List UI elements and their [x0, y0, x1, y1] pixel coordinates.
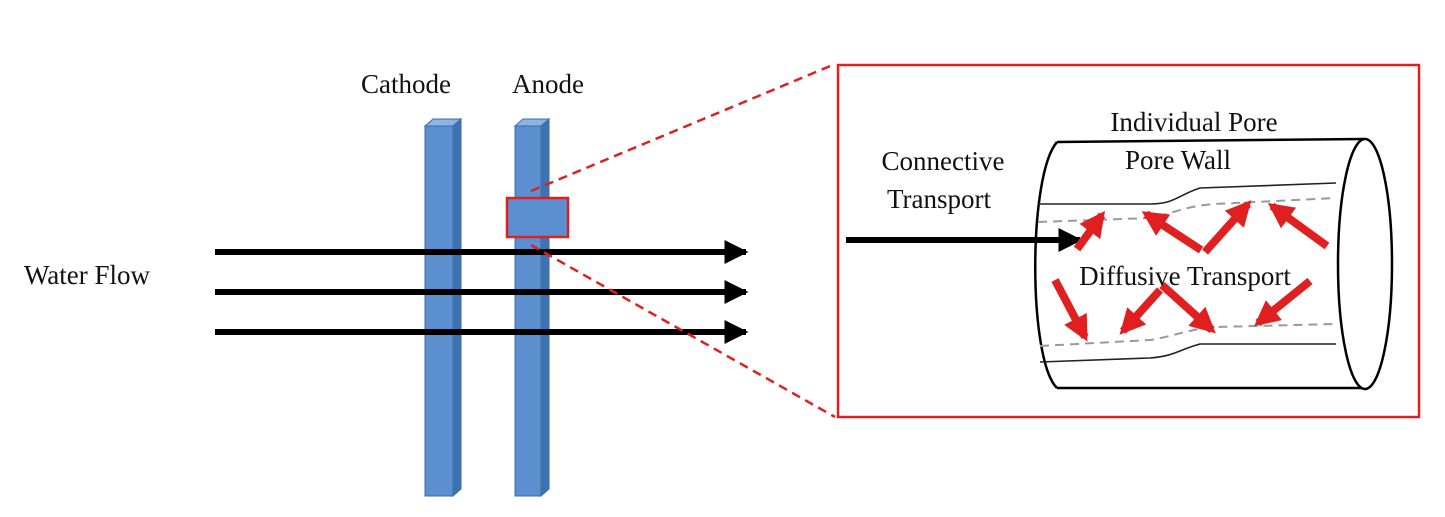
- zoom-line-top: [530, 62, 836, 193]
- cathode-electrode: [423, 117, 463, 498]
- anode-label: Anode: [512, 69, 584, 99]
- diffusive-arrow: [1159, 282, 1216, 334]
- cathode-label: Cathode: [361, 69, 451, 99]
- pore-cylinder: [1034, 137, 1394, 391]
- diffusive-arrow: [1073, 210, 1106, 252]
- anode-electrode: [513, 117, 551, 498]
- diffusive-arrow: [1119, 287, 1163, 335]
- zoom-detail-frame: [836, 63, 1421, 419]
- connective-transport-label-line2: Transport: [887, 184, 992, 214]
- water-flow-label: Water Flow: [24, 260, 151, 290]
- diffusive-arrow: [1254, 277, 1313, 327]
- diffusive-transport-label: Diffusive Transport: [1079, 261, 1291, 291]
- pore-wall-dashed-bottom: [1039, 323, 1337, 347]
- connective-transport-label-line1: Connective: [882, 146, 1005, 176]
- diffusive-arrow: [1051, 278, 1089, 342]
- individual-pore-label: Individual Pore: [1110, 107, 1277, 137]
- pore-wall-top: [1038, 182, 1337, 205]
- diffusive-arrow: [1202, 200, 1252, 255]
- pore-wall-label: Pore Wall: [1125, 145, 1231, 175]
- anode-highlight-box: [505, 196, 570, 239]
- diffusive-arrow: [1267, 202, 1330, 250]
- diffusive-arrow: [1141, 210, 1204, 254]
- zoom-line-bottom: [530, 243, 836, 419]
- pore-wall-bottom: [1039, 343, 1336, 363]
- diffusive-transport-arrows: [1051, 200, 1330, 342]
